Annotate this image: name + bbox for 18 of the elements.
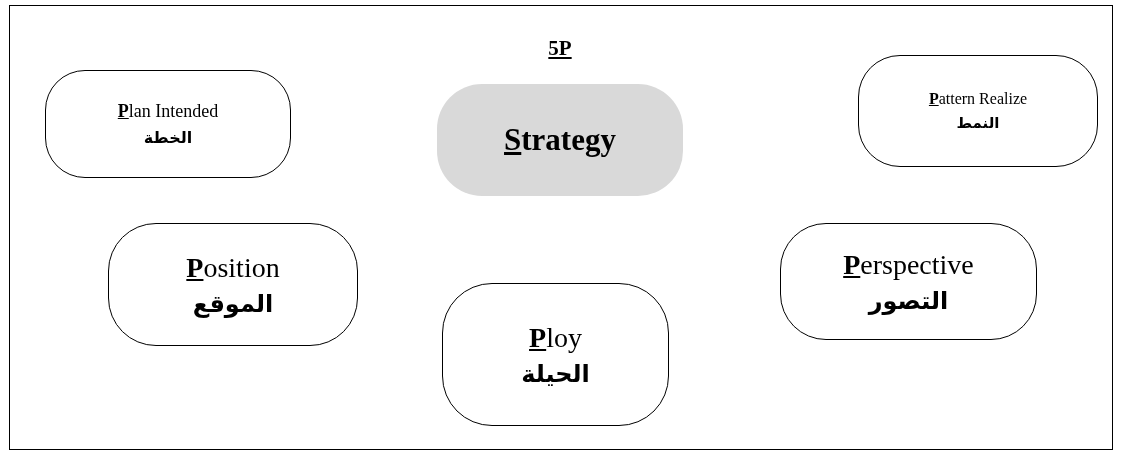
node-label: Pattern Realize <box>928 90 1028 108</box>
arabic-label: الحيلة <box>521 359 590 388</box>
rounded-box <box>780 223 1037 340</box>
arabic-label: الخطة <box>143 128 193 147</box>
rounded-box <box>858 55 1098 167</box>
central-rounded-box <box>437 84 683 196</box>
node-label: Plan Intended <box>117 101 219 122</box>
arabic-label: الموقع <box>192 289 274 318</box>
arabic-label: النمط <box>956 114 1000 132</box>
rounded-box <box>45 70 291 178</box>
node-label: Ploy <box>529 321 582 354</box>
node-label: Strategy <box>504 122 616 158</box>
rounded-box <box>442 283 669 426</box>
arabic-label: التصور <box>868 286 949 315</box>
diagram-title: 5P <box>547 36 573 61</box>
node-label: Perspective <box>843 248 974 281</box>
node-label: Position <box>186 251 280 284</box>
rounded-box <box>108 223 358 346</box>
